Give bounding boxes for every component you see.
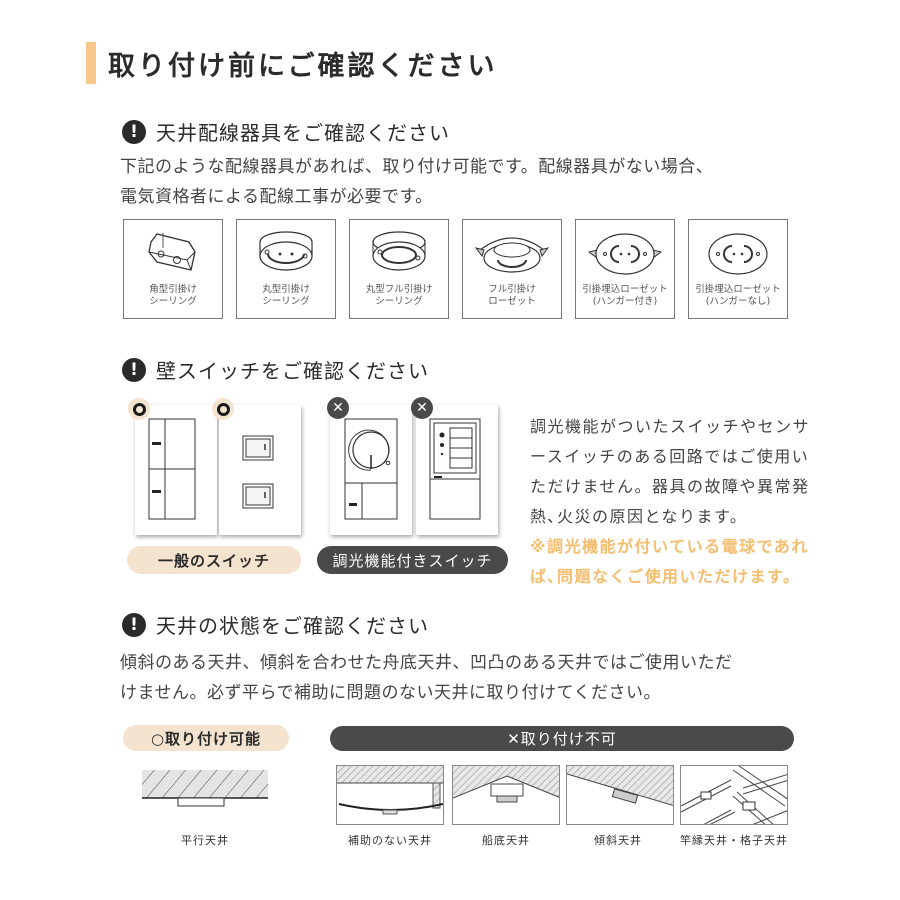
fixture-full-rosette: フル引掛け ローゼット	[462, 219, 562, 319]
ng-ceiling-label: ✕取り付け不可	[330, 726, 794, 751]
square-ceiling-icon	[148, 233, 196, 271]
note-accent-line: ば､問題なくご使用いただけます。	[530, 567, 801, 586]
ceiling-type-label: 竿縁天井・格子天井	[680, 834, 788, 847]
embedded-rosette-icon	[708, 233, 768, 275]
fixture-label: 引掛埋込ローゼット (ハンガー付き)	[582, 284, 668, 307]
fixture-label: 丸型フル引掛け シーリング	[365, 284, 433, 307]
ceiling-type-label: 平行天井	[181, 834, 229, 847]
ceiling-type-label: 船底天井	[482, 834, 530, 847]
note-line: ただけません。器具の故障や異常発	[530, 477, 810, 496]
ceiling-lattice	[680, 765, 788, 825]
note-accent-line: ※調光機能が付いている電球であれ	[530, 537, 809, 556]
section-ceiling-header: ! 天井の状態をご確認ください	[122, 610, 429, 639]
switch-normal-toggle	[219, 405, 301, 535]
note-line: ースイッチのある回路ではご使用い	[530, 447, 810, 466]
round-ceiling-icon	[259, 231, 313, 271]
wiring-description: 下記のような配線器具があれば、取り付け可能です。配線器具がない場合、 電気資格者…	[120, 152, 713, 212]
button-dimmer-icon	[429, 418, 481, 520]
ng-mark-icon: ✕	[327, 397, 349, 419]
normal-switch-label: 一般のスイッチ	[127, 546, 301, 574]
ceiling-sloped	[566, 765, 674, 825]
desc-line: 下記のような配線器具があれば、取り付け可能です。配線器具がない場合、	[120, 157, 714, 177]
ceiling-type-label: 傾斜天井	[594, 834, 642, 847]
ceiling-type-label: 補助のない天井	[348, 834, 432, 847]
fixture-square-ceiling: 角型引掛け シーリング	[123, 219, 223, 319]
exclamation-icon: !	[122, 612, 146, 637]
fixture-label: 角型引掛け シーリング	[149, 284, 197, 307]
section-switch-header: ! 壁スイッチをご確認ください	[122, 355, 429, 384]
exclamation-icon: !	[122, 119, 146, 144]
switch-dimmer-dial	[330, 405, 412, 535]
lattice-ceiling-icon	[681, 766, 787, 824]
fixture-embedded-rosette-no-hanger: 引掛埋込ローゼット (ハンガーなし)	[688, 219, 788, 319]
page-title-block: 取り付け前にご確認ください	[86, 42, 497, 84]
section-wiring-header: ! 天井配線器具をご確認ください	[122, 117, 450, 146]
ceiling-ship-bottom	[452, 765, 560, 825]
fixture-round-full-ceiling: 丸型フル引掛け シーリング	[349, 219, 449, 319]
round-full-ceiling-icon	[372, 231, 426, 271]
note-line: 調光機能がついたスイッチやセンサ	[530, 417, 811, 436]
fixture-label: 丸型引掛け シーリング	[262, 284, 310, 307]
switch-note: 調光機能がついたスイッチやセンサ ースイッチのある回路ではご使用い ただけません…	[530, 412, 820, 592]
switch-normal-wide	[135, 405, 217, 535]
ng-mark-icon: ✕	[411, 397, 433, 419]
title-accent-bar	[86, 42, 96, 84]
exclamation-icon: !	[122, 357, 146, 382]
ok-ceiling-label: ○取り付け可能	[123, 725, 289, 751]
flat-ceiling-icon	[142, 770, 268, 807]
ship-bottom-ceiling-icon	[453, 766, 559, 803]
switch-dimmer-button	[416, 405, 498, 535]
page-title: 取り付け前にご確認ください	[108, 50, 498, 82]
fixture-round-ceiling: 丸型引掛け シーリング	[236, 219, 336, 319]
section-title: 天井配線器具をご確認ください	[156, 121, 450, 145]
section-title: 壁スイッチをご確認ください	[156, 359, 429, 383]
fixture-list: 角型引掛け シーリング 丸型引掛け シーリング 丸型フル引掛け シーリング	[123, 219, 788, 319]
wide-switch-icon	[148, 418, 196, 520]
fixture-label: 引掛埋込ローゼット (ハンガーなし)	[695, 284, 781, 307]
full-rosette-icon	[474, 237, 550, 273]
no-support-ceiling-icon	[337, 766, 443, 815]
toggle-switch-icon	[242, 435, 274, 509]
ceiling-no-support	[336, 765, 444, 825]
desc-line: けません。必ず平らで補助に問題のない天井に取り付けてください。	[120, 683, 661, 703]
ok-mark-icon	[212, 398, 234, 420]
ok-mark-icon	[128, 398, 150, 420]
note-line: 熱､火災の原因となります。	[530, 507, 748, 526]
desc-line: 傾斜のある天井、傾斜を合わせた舟底天井、凹凸のある天井ではご使用いただ	[120, 653, 733, 673]
fixture-embedded-rosette-hanger: 引掛埋込ローゼット (ハンガー付き)	[575, 219, 675, 319]
dial-dimmer-icon	[344, 418, 398, 520]
desc-line: 電気資格者による配線工事が必要です。	[120, 187, 433, 207]
fixture-label: フル引掛け ローゼット	[488, 284, 536, 307]
dimmer-switch-label: 調光機能付きスイッチ	[317, 546, 508, 574]
ceiling-description: 傾斜のある天井、傾斜を合わせた舟底天井、凹凸のある天井ではご使用いただ けません…	[120, 648, 733, 708]
sloped-ceiling-icon	[567, 766, 673, 806]
section-title: 天井の状態をご確認ください	[156, 614, 429, 638]
embedded-rosette-hanger-icon	[587, 233, 663, 275]
